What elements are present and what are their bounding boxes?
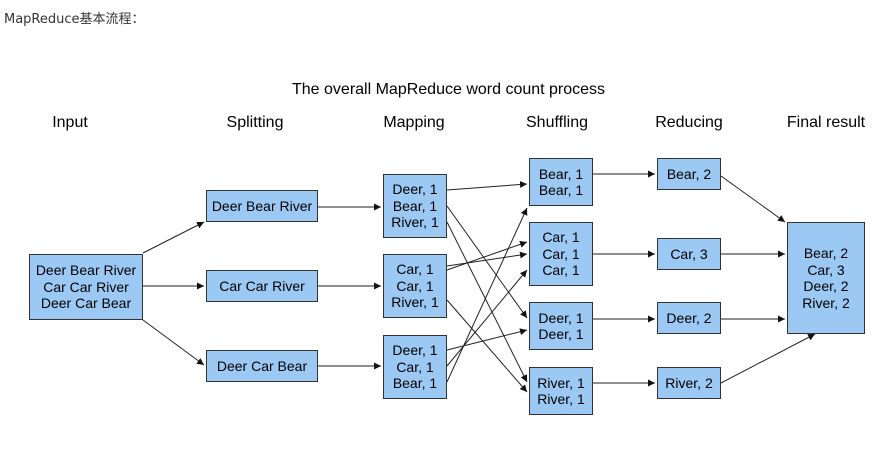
reduce-box-bear: Bear, 2 (657, 158, 721, 190)
final-pair: Bear, 2 (803, 245, 849, 261)
shuffle-pair: Bear, 1 (538, 165, 584, 182)
stage-label-input: Input (52, 114, 88, 131)
final-result-box: Bear, 2 Car, 3 Deer, 2 River, 2 (787, 222, 865, 334)
final-pair: Deer, 2 (803, 278, 849, 294)
map-pair: Car, 1 (396, 358, 434, 375)
map-pair: Car, 1 (396, 261, 434, 278)
split-box-1: Deer Bear River (206, 190, 318, 222)
arrow-map2-to-shuffle-river (446, 299, 528, 393)
shuffle-box-bear: Bear, 1 Bear, 1 (529, 158, 593, 206)
split-line: Deer Bear River (211, 197, 313, 214)
arrow-map2-to-shuffle-car-b (446, 251, 528, 267)
stage-label-final-result: Final result (786, 114, 866, 131)
shuffle-pair: Deer, 1 (538, 309, 584, 326)
map-pair: Bear, 1 (392, 197, 438, 214)
arrow-map1-to-shuffle-river (446, 221, 528, 383)
stage-label-reducing: Reducing (655, 114, 723, 131)
arrow-map1-to-shuffle-deer (446, 205, 528, 319)
map-pair: Deer, 1 (392, 342, 438, 359)
shuffle-pair: Car, 1 (542, 245, 580, 262)
reduce-box-car: Car, 3 (657, 238, 721, 270)
shuffle-pair: Bear, 1 (538, 182, 584, 198)
input-line: Deer Car Bear (40, 295, 132, 312)
map-pair: River, 1 (391, 294, 439, 311)
shuffle-pair: Deer, 1 (538, 326, 584, 342)
reduce-pair: Deer, 2 (666, 309, 712, 326)
arrow-map1-to-shuffle-bear (446, 181, 528, 191)
shuffle-pair: Car, 1 (542, 262, 580, 279)
shuffle-box-river: River, 1 River, 1 (529, 367, 593, 415)
arrow-map3-to-shuffle-car (446, 269, 528, 367)
map-pair: Deer, 1 (392, 181, 438, 198)
split-line: Deer Car Bear (216, 357, 308, 374)
diagram-title: The overall MapReduce word count process (292, 81, 606, 98)
split-line: Car Car River (219, 277, 305, 294)
input-line: Car Car River (43, 278, 129, 295)
map-pair: Bear, 1 (392, 375, 438, 392)
shuffle-pair: Car, 1 (542, 229, 580, 246)
arrow-reduce-to-final-bear (720, 175, 786, 223)
shuffle-box-deer: Deer, 1 Deer, 1 (529, 302, 593, 350)
arrow-input-to-split-3 (142, 319, 205, 366)
input-line: Deer Bear River (35, 262, 137, 279)
final-pair: River, 2 (802, 294, 850, 311)
map-pair: River, 1 (391, 214, 439, 231)
reduce-pair: Bear, 2 (666, 165, 712, 182)
arrow-map3-to-shuffle-bear (446, 207, 528, 383)
page-caption: MapReduce基本流程： (4, 12, 145, 27)
split-box-3: Deer Car Bear (206, 350, 318, 382)
shuffle-box-car: Car, 1 Car, 1 Car, 1 (529, 222, 593, 286)
map-box-3: Deer, 1 Car, 1 Bear, 1 (383, 335, 447, 399)
split-box-2: Car Car River (206, 270, 318, 302)
final-pair: Car, 3 (807, 261, 845, 278)
arrow-map3-to-shuffle-deer (446, 328, 528, 351)
shuffle-pair: River, 1 (537, 374, 585, 391)
arrow-input-to-split-1 (142, 221, 205, 254)
arrow-map2-to-shuffle-car-a (446, 241, 528, 271)
map-box-2: Car, 1 Car, 1 River, 1 (383, 254, 447, 318)
shuffle-pair: River, 1 (537, 391, 585, 407)
stage-label-mapping: Mapping (383, 114, 445, 131)
reduce-box-deer: Deer, 2 (657, 302, 721, 334)
map-pair: Car, 1 (396, 277, 434, 294)
reduce-pair: River, 2 (665, 374, 713, 391)
reduce-box-river: River, 2 (657, 367, 721, 399)
input-box: Deer Bear River Car Car River Deer Car B… (29, 254, 143, 320)
arrow-reduce-to-final-river (720, 333, 816, 384)
stage-label-splitting: Splitting (226, 114, 284, 131)
reduce-pair: Car, 3 (670, 245, 708, 262)
stage-label-shuffling: Shuffling (526, 114, 588, 131)
map-box-1: Deer, 1 Bear, 1 River, 1 (383, 174, 447, 238)
